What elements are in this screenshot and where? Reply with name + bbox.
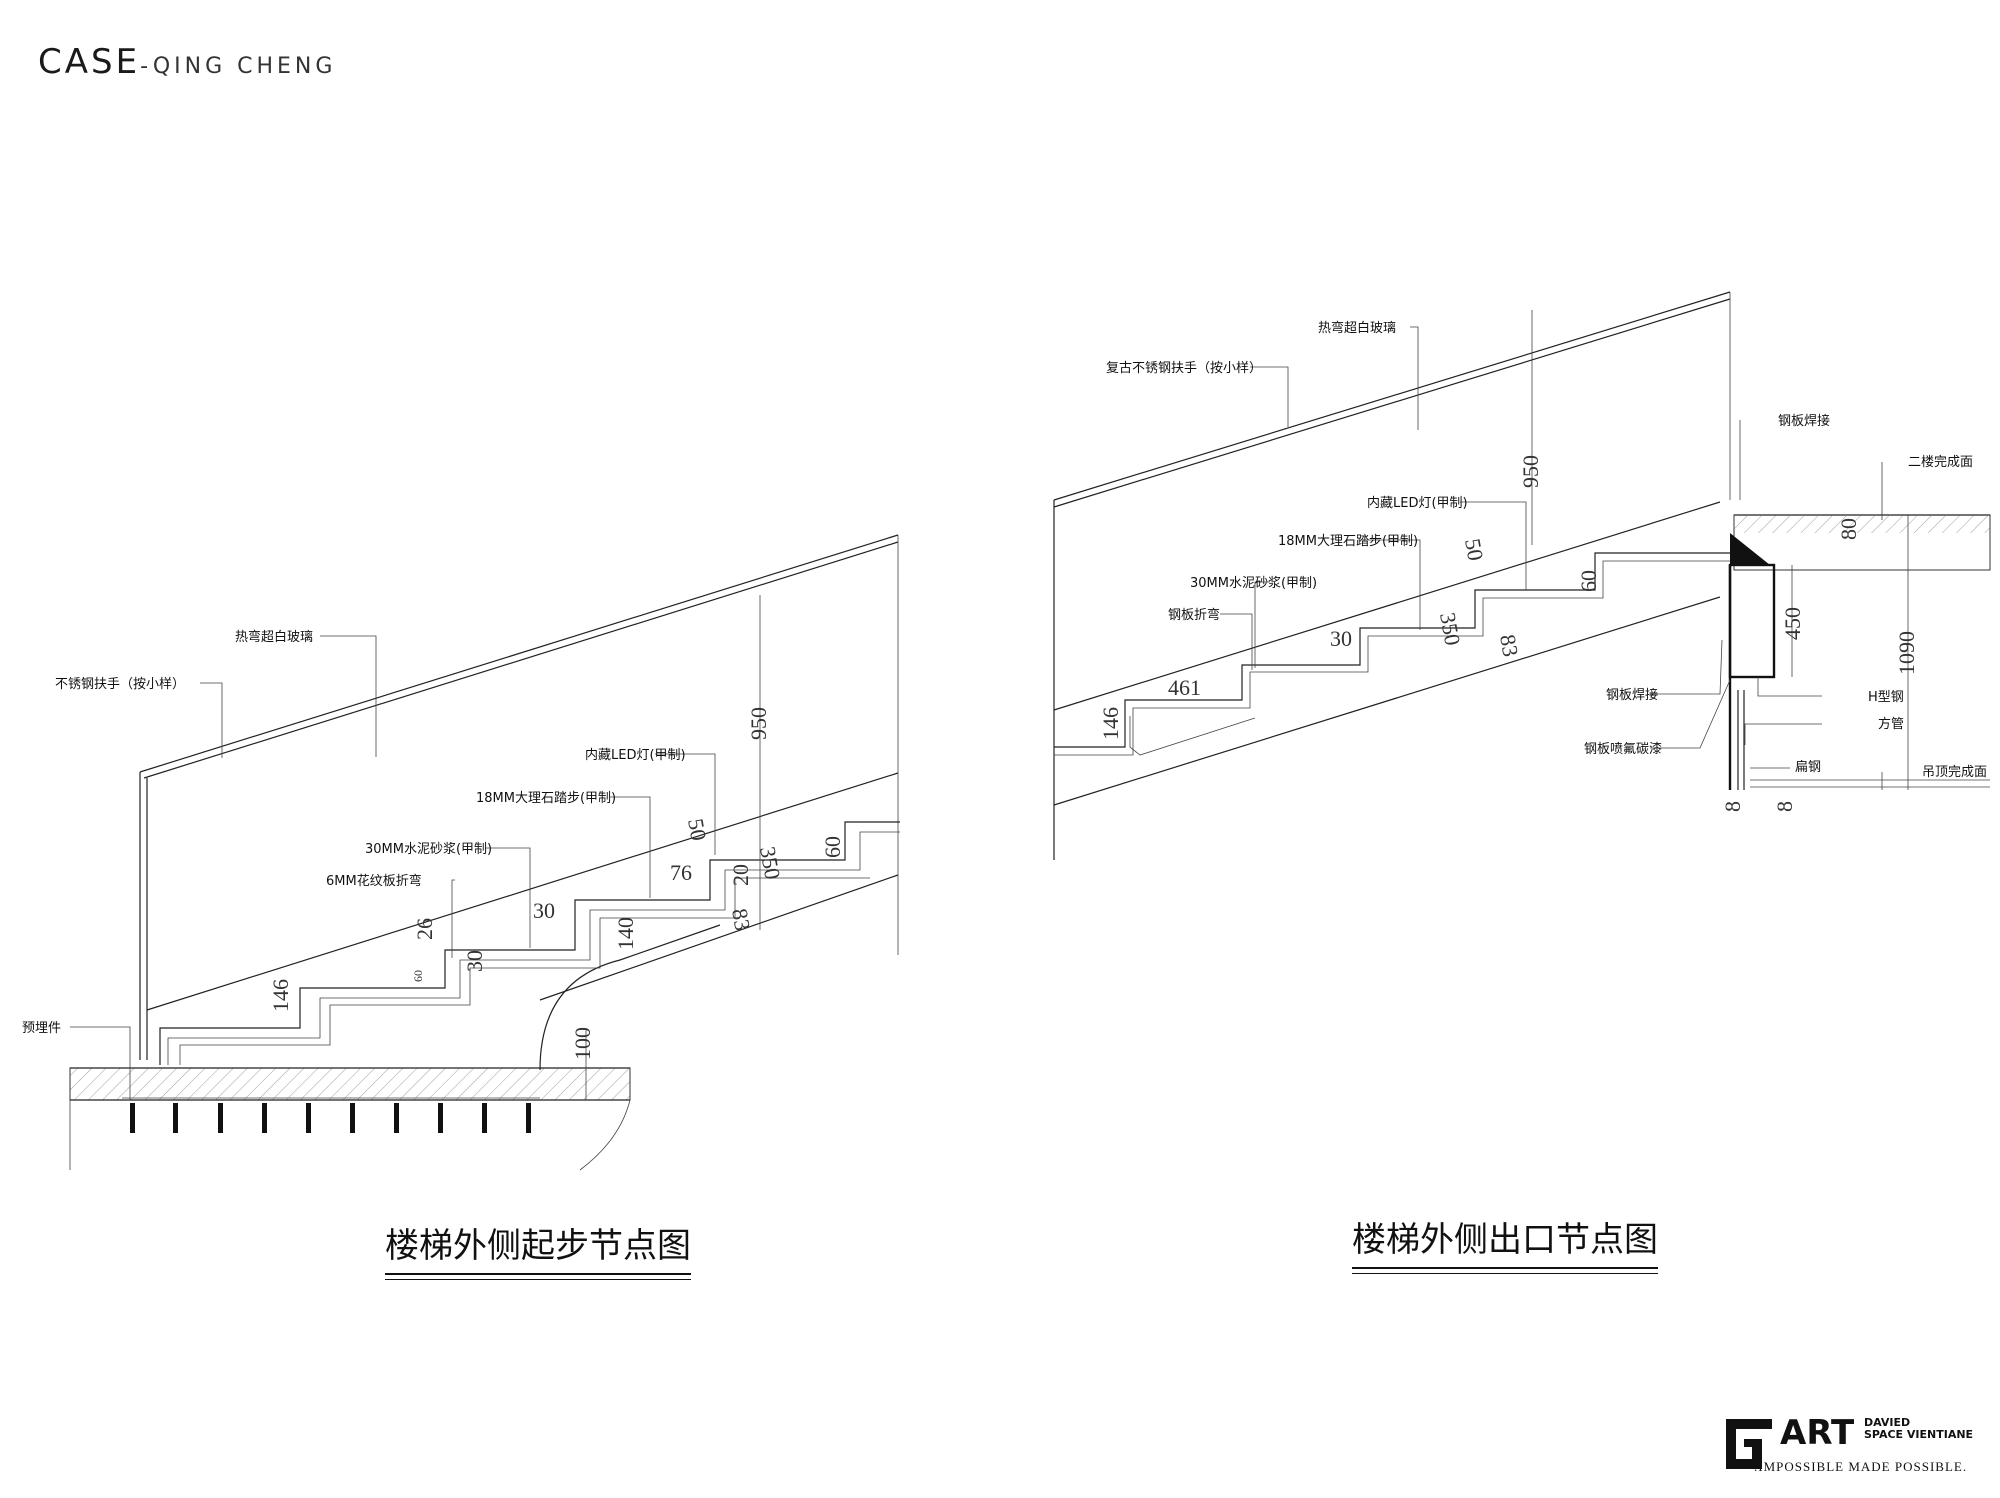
case-word: CASE bbox=[38, 42, 141, 82]
logo-company: DAVIED SPACE VIENTIANE bbox=[1864, 1417, 1973, 1441]
left-dim-30b: 30 bbox=[462, 950, 487, 972]
left-drawing-title: 楼梯外侧起步节点图 bbox=[385, 1218, 691, 1280]
right-label-marble: 18MM大理石踏步(甲制) bbox=[1278, 534, 1418, 549]
right-label-hsteel: H型钢 bbox=[1868, 690, 1904, 705]
right-label-ceiling: 吊顶完成面 bbox=[1922, 765, 1987, 780]
right-soffit-line bbox=[1053, 596, 1721, 806]
left-detail: 不锈钢扶手（按小样） 热弯超白玻璃 内藏LED灯(甲制) 18MM大理石踏步(甲… bbox=[22, 534, 900, 1171]
right-dim-350: 350 bbox=[1435, 611, 1465, 648]
case-header: CASE-QING CHENG bbox=[38, 42, 336, 82]
left-dim-146: 146 bbox=[268, 979, 293, 1012]
left-arch-curve bbox=[539, 924, 721, 1071]
left-glass-panel bbox=[139, 534, 899, 1060]
right-glass-panel bbox=[1053, 291, 1731, 860]
project-name: -QING CHENG bbox=[140, 54, 337, 79]
logo-brand: ART bbox=[1780, 1413, 1855, 1453]
logo-company-line2: SPACE VIENTIANE bbox=[1864, 1428, 1974, 1441]
right-dim-80: 80 bbox=[1836, 518, 1861, 540]
left-dim-76: 76 bbox=[670, 860, 692, 885]
left-ground-slab bbox=[69, 1067, 631, 1171]
right-label-weld-top: 钢板焊接 bbox=[1778, 413, 1830, 429]
left-stringer-line bbox=[146, 772, 899, 1011]
right-label-weld-mid: 钢板焊接 bbox=[1606, 687, 1658, 703]
logo-mark-icon bbox=[1726, 1419, 1772, 1469]
left-soffit-line bbox=[539, 874, 899, 1001]
right-label-led: 内藏LED灯(甲制) bbox=[1367, 495, 1468, 511]
right-drawing-title: 楼梯外侧出口节点图 bbox=[1352, 1212, 1658, 1274]
right-steel-section bbox=[1728, 533, 1990, 790]
right-label-flat: 扁钢 bbox=[1795, 760, 1821, 775]
right-dim-8a: 8 bbox=[1720, 801, 1745, 812]
left-dim-60: 60 bbox=[820, 836, 845, 858]
right-label-mortar: 30MM水泥砂浆(甲制) bbox=[1190, 576, 1317, 591]
right-dim-450: 450 bbox=[1780, 607, 1805, 640]
left-dim-350: 350 bbox=[755, 845, 785, 882]
right-detail: 热弯超白玻璃 复古不锈钢扶手（按小样） 钢板焊接 二楼完成面 内藏LED灯(甲制… bbox=[1053, 291, 1991, 860]
right-label-handrail: 复古不锈钢扶手（按小样） bbox=[1106, 361, 1262, 376]
right-steps bbox=[1054, 552, 1738, 756]
right-dim-50: 50 bbox=[1460, 537, 1488, 563]
right-label-glass: 热弯超白玻璃 bbox=[1318, 320, 1396, 336]
right-label-floor2: 二楼完成面 bbox=[1908, 455, 1973, 470]
left-dim-83: 83 bbox=[727, 907, 755, 933]
right-dim-8b: 8 bbox=[1772, 801, 1797, 812]
left-anchor-bolts bbox=[130, 1103, 531, 1133]
left-label-handrail: 不锈钢扶手（按小样） bbox=[55, 677, 185, 692]
left-dim-50: 50 bbox=[683, 817, 711, 843]
left-dim-30a: 30 bbox=[533, 898, 555, 923]
right-label-paint: 钢板喷氟碳漆 bbox=[1584, 741, 1662, 757]
right-dim-60: 60 bbox=[1576, 570, 1601, 592]
left-steps bbox=[159, 821, 900, 1065]
left-label-embed: 预埋件 bbox=[22, 1021, 61, 1036]
right-floor-slab bbox=[1733, 514, 1991, 571]
logo-tagline: .IMPOSSIBLE MADE POSSIBLE. bbox=[1754, 1459, 1968, 1474]
left-dim-140: 140 bbox=[613, 917, 638, 950]
right-leaders bbox=[1220, 310, 1909, 790]
company-logo: ART DAVIED SPACE VIENTIANE .IMPOSSIBLE M… bbox=[1722, 1413, 1992, 1477]
right-dim-30: 30 bbox=[1330, 626, 1352, 651]
right-stringer-line bbox=[1053, 501, 1721, 711]
left-dim-100: 100 bbox=[570, 1027, 595, 1060]
right-dim-146: 146 bbox=[1098, 707, 1123, 740]
left-label-led: 内藏LED灯(甲制) bbox=[585, 747, 686, 763]
right-dim-461: 461 bbox=[1168, 675, 1201, 700]
left-dim-60-small: 60 bbox=[411, 970, 425, 982]
left-label-plate: 6MM花纹板折弯 bbox=[326, 873, 422, 889]
right-dim-950: 950 bbox=[1518, 455, 1543, 488]
left-dim-26: 26 bbox=[412, 918, 437, 940]
left-label-mortar: 30MM水泥砂浆(甲制) bbox=[365, 842, 492, 857]
left-dim-950: 950 bbox=[746, 707, 771, 740]
left-label-glass: 热弯超白玻璃 bbox=[235, 629, 313, 645]
left-leaders bbox=[70, 595, 761, 1100]
right-dim-83: 83 bbox=[1495, 633, 1523, 659]
right-label-plate: 钢板折弯 bbox=[1168, 607, 1220, 623]
right-label-tube: 方管 bbox=[1878, 716, 1904, 732]
right-dim-1090: 1090 bbox=[1894, 631, 1919, 675]
logo-company-line1: DAVIED bbox=[1864, 1416, 1911, 1429]
left-dim-20: 20 bbox=[728, 864, 753, 886]
left-label-marble: 18MM大理石踏步(甲制) bbox=[476, 791, 616, 806]
